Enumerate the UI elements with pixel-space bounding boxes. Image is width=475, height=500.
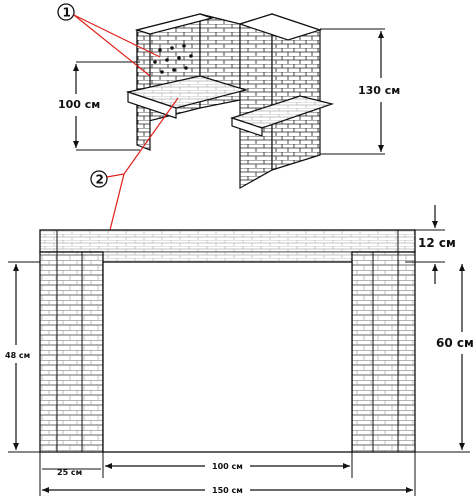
plan-leg-width-label: 25 см: [57, 468, 82, 477]
iso-right-column-top: [238, 13, 322, 41]
plan-left-height-label: 48 см: [5, 351, 30, 360]
plan-dim-opening-width: 100 см: [105, 452, 353, 478]
plan-dim-top-thickness: 12 см: [405, 205, 456, 284]
iso-grate-ledge-front: [127, 91, 177, 119]
plan-lintel: [81, 251, 373, 263]
iso-dim-bench-height: 100 см: [58, 61, 140, 151]
iso-dim-total-height: 130 см: [320, 28, 400, 155]
iso-left-wall-top: [134, 13, 215, 35]
plan-top-thickness-label: 12 см: [418, 236, 456, 250]
plan-dim-total-width: 150 см: [42, 452, 416, 496]
plan-dim-left-height: 48 см: [5, 261, 40, 453]
plan-left-leg: [39, 251, 104, 453]
plan-dim-leg-width: 25 см: [39, 452, 104, 496]
plan-right-height-label: 60 см: [436, 336, 474, 350]
plan-front-view: 12 см 60 см 48 см 25 см 10: [5, 205, 474, 496]
iso-right-column-front: [239, 13, 273, 190]
iso-bench-height-label: 100 см: [58, 98, 100, 111]
isometric-grill-view: 100 см 130 см 1 2: [57, 3, 400, 291]
plan-opening: [102, 261, 353, 453]
plan-dim-right-height: 60 см: [415, 264, 474, 453]
iso-total-height-label: 130 см: [358, 84, 400, 97]
callout-1: 1: [57, 3, 161, 77]
plan-top-beam: [39, 229, 416, 253]
plan-opening-width-label: 100 см: [212, 462, 243, 471]
plan-right-leg: [351, 251, 416, 453]
callout-2-number: 2: [96, 173, 104, 187]
iso-lower-slab-front: [231, 117, 263, 137]
iso-vent-holes: [153, 44, 193, 74]
plan-total-width-label: 150 см: [212, 486, 243, 495]
callout-1-number: 1: [63, 6, 71, 20]
